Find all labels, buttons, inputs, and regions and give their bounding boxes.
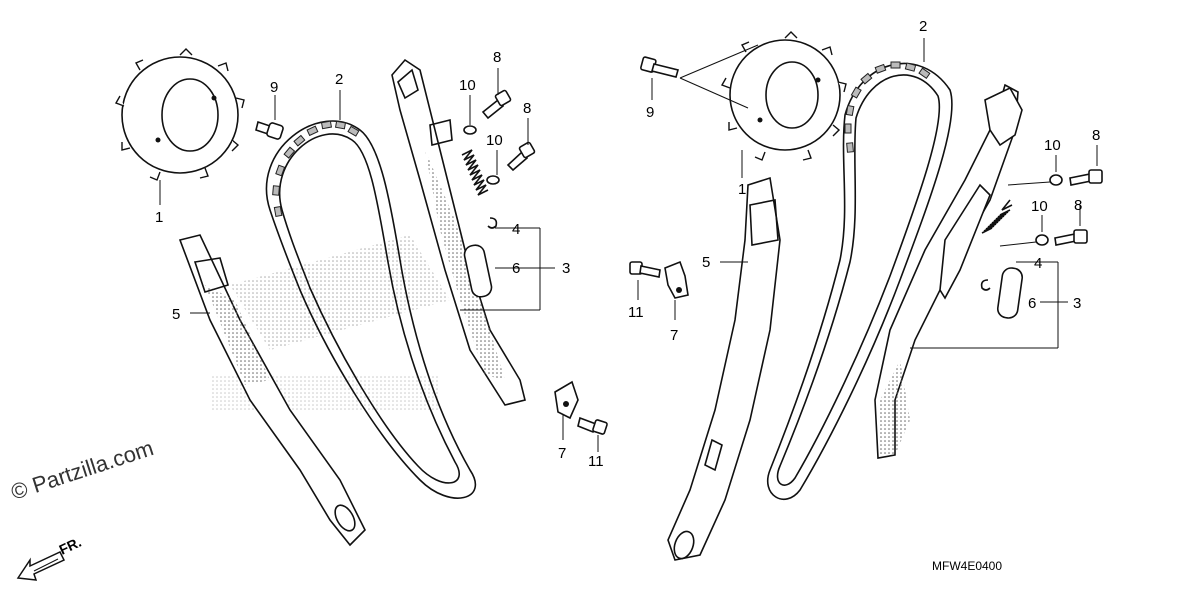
right-assembly: 9 1 2 5 11 7 10 8 10 8 4 6 3: [628, 18, 1103, 561]
callout-right-9: 9: [646, 104, 654, 121]
cam-chain-icon: [767, 61, 953, 501]
callout-left-1: 1: [155, 209, 163, 226]
callout-right-2: 2: [919, 18, 927, 35]
chain-tensioner-icon: [391, 58, 526, 406]
callout-left-2: 2: [335, 71, 343, 88]
callout-left-3: 3: [562, 260, 570, 277]
sprocket-icon: [720, 31, 847, 161]
front-arrow-icon: FR.: [16, 534, 84, 581]
callout-left-9: 9: [270, 79, 278, 96]
callout-right-1: 1: [738, 181, 746, 198]
callout-right-5: 5: [702, 254, 710, 271]
washer-icon: [1035, 174, 1063, 246]
clip-icon: [664, 260, 689, 299]
callout-left-8a: 8: [493, 49, 501, 66]
callout-right-11: 11: [628, 304, 644, 321]
bolt-icon: [255, 120, 284, 140]
callout-left-8b: 8: [523, 100, 531, 117]
diagram-code: MFW4E0400: [932, 559, 1002, 573]
callout-left-11: 11: [588, 453, 604, 470]
bolt-icon: [481, 89, 536, 172]
callout-left-7: 7: [558, 445, 566, 462]
callout-right-7: 7: [670, 327, 678, 344]
chain-guide-icon: [667, 176, 781, 561]
callout-right-8a: 8: [1092, 127, 1100, 144]
callout-right-6: 6: [1028, 295, 1036, 312]
callout-right-4: 4: [1034, 255, 1042, 272]
washer-icon: [463, 125, 500, 185]
bolt-icon: [577, 416, 608, 435]
callout-left-10b: 10: [486, 132, 503, 149]
cam-chain-icon: [265, 120, 477, 499]
callout-left-4: 4: [512, 221, 520, 238]
bolt-icon: [629, 261, 661, 278]
clip-icon: [554, 380, 579, 420]
chain-guide-icon: [178, 234, 366, 547]
sprocket-icon: [114, 48, 245, 181]
callout-right-3: 3: [1073, 295, 1081, 312]
callout-right-8b: 8: [1074, 197, 1082, 214]
callout-left-6: 6: [512, 260, 520, 277]
left-assembly: 1 9 2 10 8 8 10 4 6 3 5 7 11: [114, 48, 608, 547]
callout-right-10a: 10: [1044, 137, 1061, 154]
pin-icon: [463, 244, 493, 298]
bolt-icon: [1054, 169, 1103, 246]
bolt-icon: [640, 56, 679, 78]
chain-tensioner-icon: [874, 83, 1023, 459]
watermark-text: © Partzilla.com: [8, 435, 157, 505]
front-label: FR.: [57, 534, 84, 558]
callout-left-10a: 10: [459, 77, 476, 94]
callout-left-5: 5: [172, 306, 180, 323]
leader-lines: [637, 38, 1098, 349]
spring-icon: [980, 199, 1013, 291]
spring-icon: [461, 149, 498, 229]
pin-icon: [996, 267, 1024, 319]
callout-right-10b: 10: [1031, 198, 1048, 215]
leader-lines: [159, 68, 599, 452]
